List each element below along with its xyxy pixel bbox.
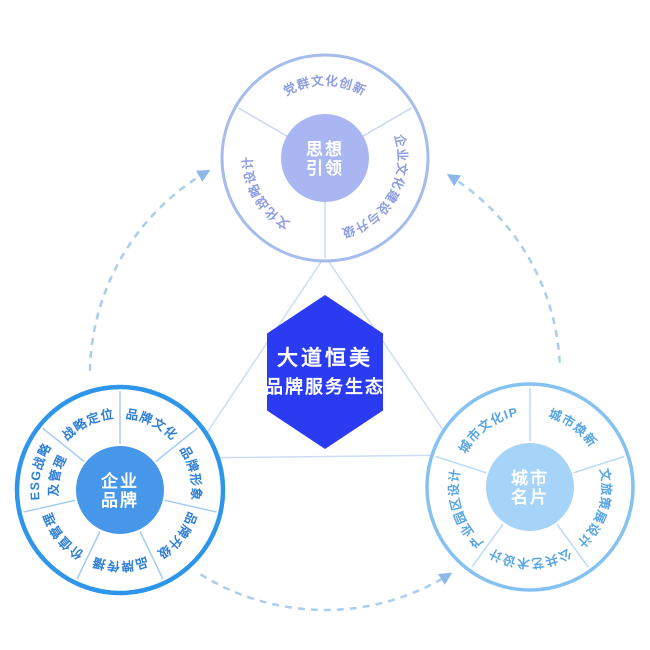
- wheel-thought-leadership: 党群文化创新 企业文化建设与升级 文化战略设计 思想 引领: [220, 53, 430, 263]
- connector-triangle: [188, 254, 462, 459]
- cycle-arc-right: [446, 174, 561, 363]
- wheel-hub: [281, 114, 369, 202]
- segment-divider: [556, 523, 589, 568]
- segment-divider: [42, 427, 85, 462]
- wheel-hub: [486, 443, 574, 531]
- cycle-arc-bottom: [199, 572, 453, 612]
- segment-divider: [573, 455, 625, 474]
- segment-dividers: [435, 388, 625, 568]
- hub-label-line2: 引领: [306, 158, 344, 178]
- center-hexagon-group: 大道恒美 品牌服务生态: [265, 295, 385, 449]
- segment-divider: [435, 455, 487, 474]
- hub-label-line1: 企业: [100, 471, 139, 491]
- segment-dividers: [238, 107, 412, 258]
- segment-divider: [76, 531, 101, 580]
- segment-divider: [155, 427, 198, 462]
- segment-divider: [471, 523, 504, 568]
- hub-label-line1: 思想: [306, 139, 344, 159]
- wheel-city-card: 城市文化IP 城市焕新 文旅策展设计 公共艺术设计 产业园区设计 城市 名片: [425, 382, 635, 592]
- segment-divider: [164, 499, 217, 513]
- hub-label-line1: 城市: [511, 468, 549, 488]
- wheel-hub: [76, 446, 164, 534]
- segment-divider: [362, 107, 412, 137]
- hub-label-line2: 名片: [511, 487, 549, 507]
- cycle-arc-left: [88, 169, 211, 371]
- segment-dividers: [23, 391, 217, 580]
- center-title-line2: 品牌服务生态: [265, 376, 385, 397]
- segment-divider: [139, 531, 164, 580]
- segment-divider: [238, 107, 288, 137]
- cycle-arcs: [88, 169, 561, 612]
- center-title-line1: 大道恒美: [277, 346, 373, 370]
- center-hexagon: [267, 295, 383, 449]
- wheel-corporate-brand: 战略定位 品牌文化 品牌形象 品牌升级 品牌传播 价值管理 ESG战略 及管理 …: [14, 384, 226, 596]
- hub-label-line2: 品牌: [101, 490, 139, 510]
- segment-divider: [23, 499, 76, 513]
